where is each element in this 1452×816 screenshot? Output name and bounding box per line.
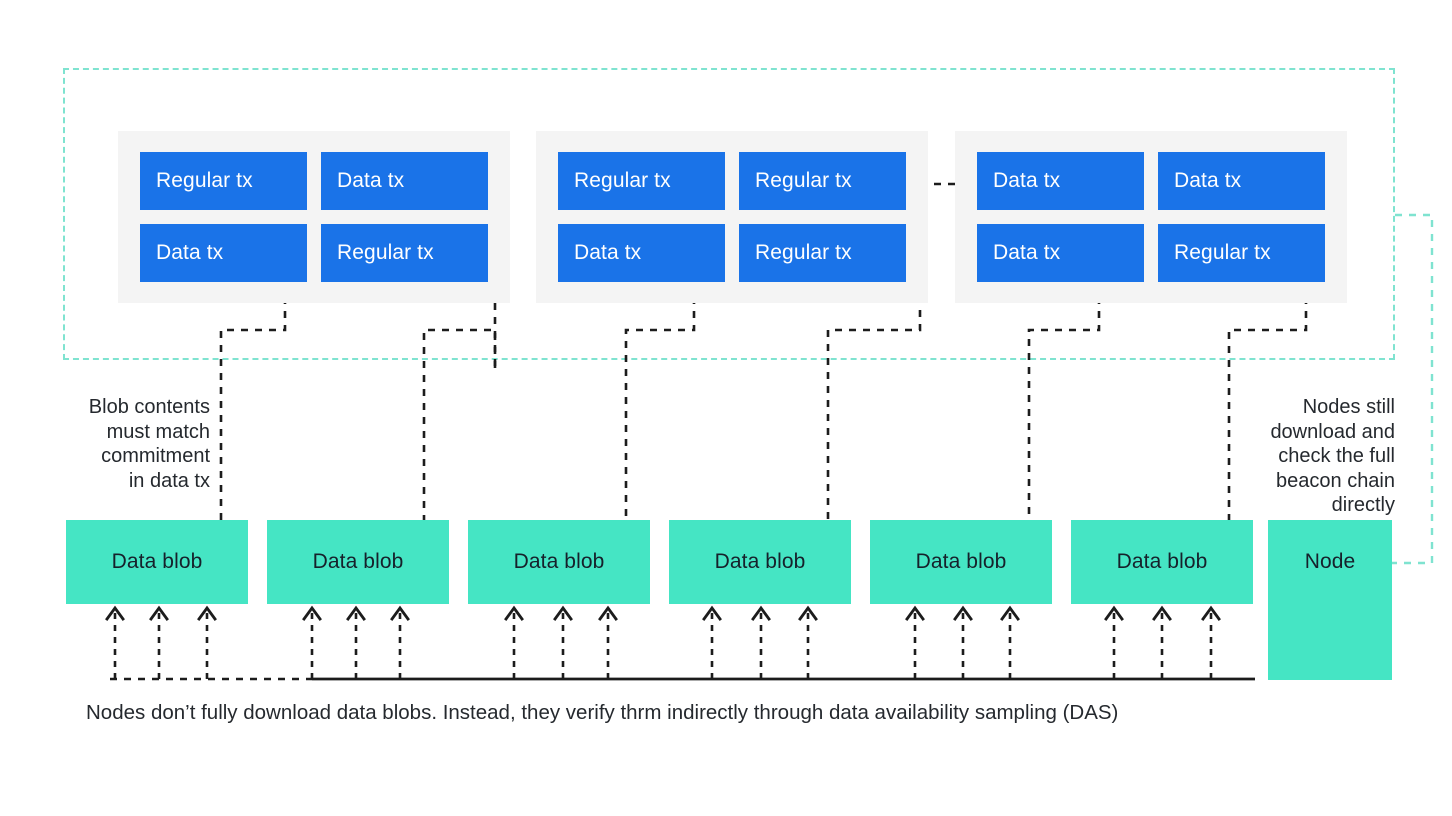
data-blob-1[interactable]: Data blob xyxy=(66,520,248,604)
tx-block1-3[interactable]: Regular tx xyxy=(321,224,488,282)
beacon-block-2: Regular tx Regular tx Data tx Regular tx xyxy=(536,131,928,303)
sample-arrowhead-6-1 xyxy=(1104,605,1124,621)
sample-arrowhead-3-3 xyxy=(598,605,618,621)
data-blob-3-label: Data blob xyxy=(513,550,605,573)
sample-arrowhead-6-3 xyxy=(1201,605,1221,621)
data-blob-5-label: Data blob xyxy=(915,550,1007,573)
tx-block3-2[interactable]: Data tx xyxy=(977,224,1144,282)
sample-arrowhead-1-1 xyxy=(105,605,125,621)
sample-arrowhead-6-2 xyxy=(1152,605,1172,621)
sample-arrowhead-5-3 xyxy=(1000,605,1020,621)
node-label: Node xyxy=(1304,550,1356,573)
sample-arrowhead-3-1 xyxy=(504,605,524,621)
sample-arrowhead-2-3 xyxy=(390,605,410,621)
sample-arrowhead-5-2 xyxy=(953,605,973,621)
sample-arrowhead-1-3 xyxy=(197,605,217,621)
tx-block3-1[interactable]: Data tx xyxy=(1158,152,1325,210)
tx-block2-0[interactable]: Regular tx xyxy=(558,152,725,210)
data-blob-6-label: Data blob xyxy=(1116,550,1208,573)
tx-block1-2[interactable]: Data tx xyxy=(140,224,307,282)
tx-block2-2[interactable]: Data tx xyxy=(558,224,725,282)
wire-beacon-to-node xyxy=(1392,213,1434,565)
sample-arrowhead-1-2 xyxy=(149,605,169,621)
tx-block1-0[interactable]: Regular tx xyxy=(140,152,307,210)
annotation-blob-commitment: Blob contents must match commitment in d… xyxy=(88,396,210,492)
sample-arrowhead-3-2 xyxy=(553,605,573,621)
sample-arrowhead-4-3 xyxy=(798,605,818,621)
tx-block1-1[interactable]: Data tx xyxy=(321,152,488,210)
data-blob-2-label: Data blob xyxy=(312,550,404,573)
data-blob-2[interactable]: Data blob xyxy=(267,520,449,604)
beacon-block-3: Data tx Data tx Data tx Regular tx xyxy=(955,131,1347,303)
tx-block3-3[interactable]: Regular tx xyxy=(1158,224,1325,282)
sample-arrowhead-5-1 xyxy=(905,605,925,621)
sample-arrowhead-4-1 xyxy=(702,605,722,621)
data-blob-4[interactable]: Data blob xyxy=(669,520,851,604)
data-blob-6[interactable]: Data blob xyxy=(1071,520,1253,604)
sample-arrowhead-4-2 xyxy=(751,605,771,621)
tx-block3-0[interactable]: Data tx xyxy=(977,152,1144,210)
beacon-block-1: Regular tx Data tx Data tx Regular tx xyxy=(118,131,510,303)
data-blob-4-label: Data blob xyxy=(714,550,806,573)
tx-block2-3[interactable]: Regular tx xyxy=(739,224,906,282)
data-blob-5[interactable]: Data blob xyxy=(870,520,1052,604)
data-blob-3[interactable]: Data blob xyxy=(468,520,650,604)
data-blob-1-label: Data blob xyxy=(111,550,203,573)
sample-arrowhead-2-1 xyxy=(302,605,322,621)
node-box[interactable]: Node xyxy=(1268,520,1392,680)
das-caption: Nodes don’t fully download data blobs. I… xyxy=(86,701,1119,724)
tx-block2-1[interactable]: Regular tx xyxy=(739,152,906,210)
annotation-node-downloads: Nodes still download and check the full … xyxy=(1270,396,1395,516)
sample-arrowhead-2-2 xyxy=(346,605,366,621)
